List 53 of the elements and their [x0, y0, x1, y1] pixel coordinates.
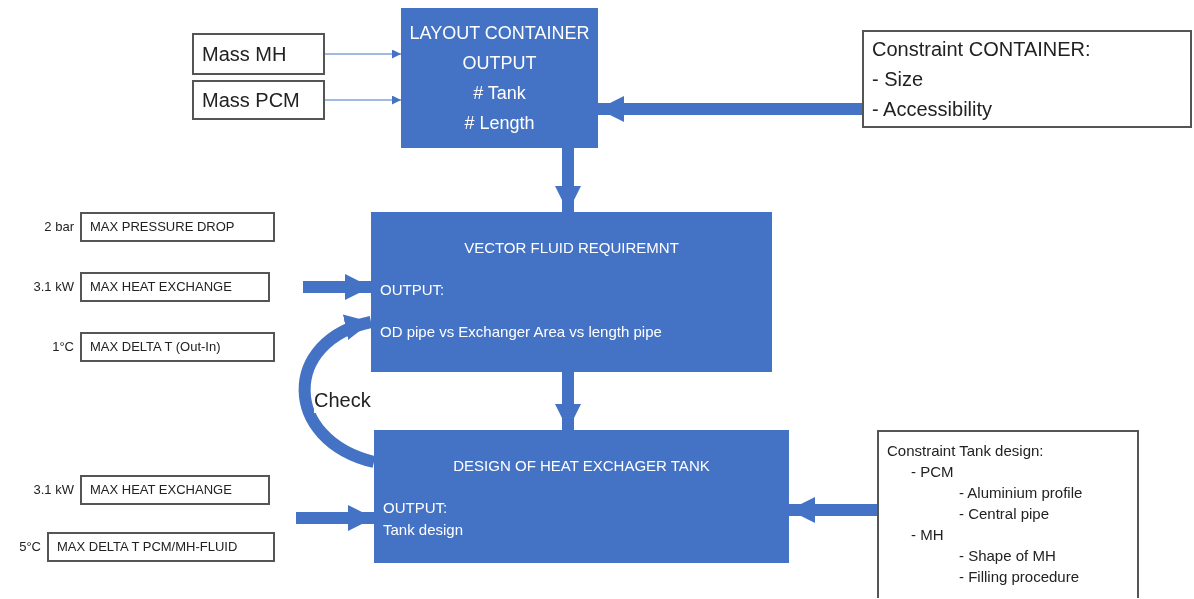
- box-text: - Shape of MH: [958, 546, 1057, 566]
- input-box: [47, 532, 275, 562]
- arrow: [324, 49, 402, 59]
- box-text: Tank design: [383, 520, 465, 540]
- input-box: [862, 30, 1192, 128]
- box-text: - Filling procedure: [958, 567, 1081, 587]
- input-box: [80, 272, 270, 302]
- box-text: - MH: [910, 525, 945, 545]
- input-box: [192, 33, 325, 75]
- box-text: Mass MH: [202, 42, 287, 67]
- box-text: MAX PRESSURE DROP: [90, 218, 235, 237]
- box-text: MAX DELTA T PCM/MH-FLUID: [57, 538, 238, 557]
- block-arrow: [298, 316, 376, 468]
- value-label: 5°C: [18, 538, 41, 557]
- box-text: # Length: [464, 112, 535, 135]
- input-box: [192, 80, 325, 120]
- box-text: Mass PCM: [202, 88, 300, 113]
- process-box: [374, 430, 789, 563]
- process-box: [371, 212, 772, 372]
- box-text: MAX DELTA T (Out-In): [90, 338, 221, 357]
- box-text: OUTPUT:: [380, 280, 446, 300]
- input-box: [80, 332, 275, 362]
- box-text: - PCM: [910, 462, 955, 482]
- block-arrow: [296, 505, 374, 531]
- value-label: 3.1 kW: [32, 481, 74, 500]
- box-heading: Constraint Tank design:: [887, 441, 1045, 461]
- arrow: [324, 95, 402, 105]
- value-label: 1°C: [51, 338, 74, 357]
- box-heading: LAYOUT CONTAINER: [409, 22, 590, 45]
- process-box: [401, 8, 598, 148]
- block-arrow: [555, 148, 581, 212]
- input-box: [80, 475, 270, 505]
- block-arrow: [303, 274, 371, 300]
- value-label: 2 bar: [43, 218, 74, 237]
- box-text: - Accessibility: [872, 97, 994, 122]
- input-box: [80, 212, 275, 242]
- box-text: OUTPUT: [462, 52, 537, 75]
- box-heading: DESIGN OF HEAT EXCHAGER TANK: [452, 456, 711, 476]
- block-arrow: [789, 497, 877, 523]
- box-text: OD pipe vs Exchanger Area vs length pipe: [380, 322, 663, 342]
- value-label: 3.1 kW: [32, 278, 74, 297]
- input-box: [877, 430, 1139, 598]
- box-heading: Constraint CONTAINER:: [872, 37, 1092, 62]
- box-text: OUTPUT:: [383, 498, 449, 518]
- block-arrow: [598, 96, 862, 122]
- box-text: - Size: [872, 67, 925, 92]
- box-text: - Central pipe: [958, 504, 1051, 524]
- box-text: - Aluminium profile: [958, 483, 1084, 503]
- box-heading: VECTOR FLUID REQUIREMNT: [463, 238, 680, 258]
- box-text: MAX HEAT EXCHANGE: [90, 278, 232, 297]
- block-arrow: [555, 372, 581, 430]
- box-text: MAX HEAT EXCHANGE: [90, 481, 232, 500]
- box-text: # Tank: [473, 82, 526, 105]
